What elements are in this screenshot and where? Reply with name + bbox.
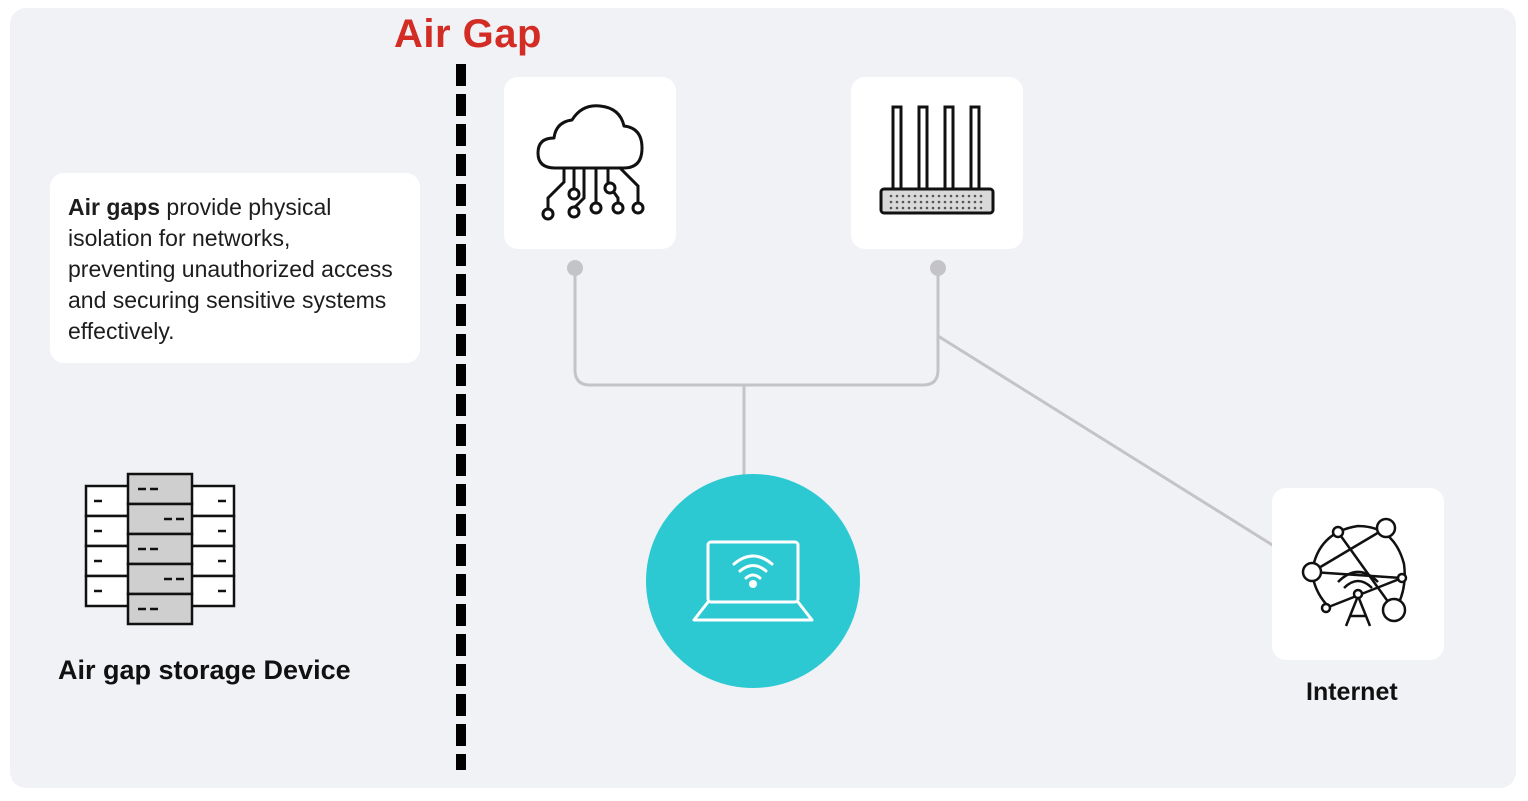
air-gap-divider [456,64,466,770]
router-icon [879,105,995,215]
air-gap-title: Air Gap [394,12,542,56]
laptop-wifi-icon [692,540,814,622]
info-bold-lead: Air gaps [68,194,161,220]
router-card [851,77,1023,249]
info-card: Air gaps provide physical isolation for … [50,173,420,363]
storage-label: Air gap storage Device [58,655,351,685]
storage-rack-icon [84,472,236,626]
router-connector-dot [930,260,946,276]
internet-card [1272,488,1444,660]
internet-globe-icon [1301,517,1408,627]
laptop-node [646,474,860,688]
cloud-network-icon [536,104,645,221]
internet-label: Internet [1306,678,1398,706]
info-body: provide physical isolation for networks,… [68,194,393,344]
cloud-card [504,77,676,249]
cloud-connector-dot [567,260,583,276]
info-text: Air gaps provide physical isolation for … [68,192,402,347]
